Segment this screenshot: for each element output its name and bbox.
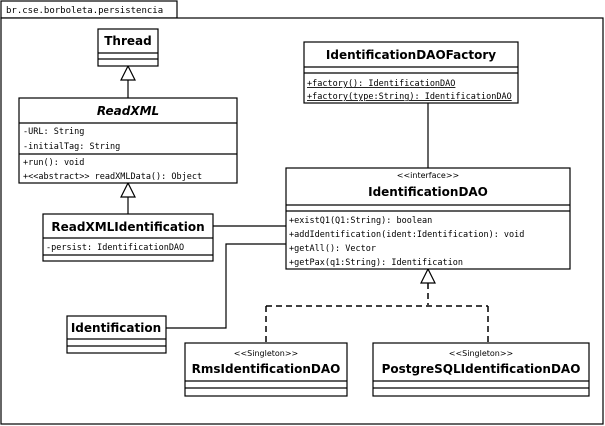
factory-name: IdentificationDAOFactory xyxy=(326,48,496,62)
factory-operation: +factory(type:String): IdentificationDAO xyxy=(307,92,512,102)
dao-operation: +existQ1(Q1:String): boolean xyxy=(289,216,432,226)
identification-dao-association xyxy=(166,243,286,329)
rms-stereotype: <<Singleton>> xyxy=(234,349,299,358)
postgres-box xyxy=(372,342,590,397)
readxml-operation: +run(): void xyxy=(23,158,84,168)
class-rmsidentificationdao[interactable]: <<Singleton>> RmsIdentificationDAO xyxy=(184,342,348,397)
readxml-attribute: -initialTag: String xyxy=(23,142,120,152)
factory-operation: +factory(): IdentificationDAO xyxy=(307,79,455,89)
thread-name: Thread xyxy=(104,34,151,48)
package-name: br.cse.borboleta.persistencia xyxy=(6,6,163,16)
readxml-generalization-arrow xyxy=(120,64,136,81)
postgres-stereotype: <<Singleton>> xyxy=(449,349,514,358)
thread-box xyxy=(97,28,159,67)
class-postgresqlidentificationdao[interactable]: <<Singleton>> PostgreSQLIdentificationDA… xyxy=(372,342,590,397)
dao-operation: +getAll(): Vector xyxy=(289,244,376,254)
class-thread[interactable]: Thread xyxy=(97,28,159,67)
readxmlidentification-generalization-arrow xyxy=(120,181,136,198)
class-readxml[interactable]: ReadXML -URL: String -initialTag: String… xyxy=(18,97,238,184)
class-readxmlidentification[interactable]: ReadXMLIdentification -persist: Identifi… xyxy=(42,213,214,262)
rms-name: RmsIdentificationDAO xyxy=(192,362,341,376)
readxml-operation: +<<abstract>> readXMLData(): Object xyxy=(23,172,202,182)
readxml-box xyxy=(18,97,238,184)
readxmlidentification-attribute: -persist: IdentificationDAO xyxy=(46,243,184,253)
dao-stereotype: <<interface>> xyxy=(397,171,460,180)
class-identification[interactable]: Identification xyxy=(66,315,167,354)
dao-operation: +addIdentification(ident:Identification)… xyxy=(289,230,524,240)
dao-box xyxy=(285,167,571,270)
dao-name: IdentificationDAO xyxy=(368,185,488,199)
dao-realization-arrow xyxy=(420,267,436,284)
identification-box xyxy=(66,315,167,354)
rms-box xyxy=(184,342,348,397)
class-identificationdao[interactable]: <<interface>> IdentificationDAO +existQ1… xyxy=(285,167,571,270)
dao-operation: +getPax(q1:String): Identification xyxy=(289,258,463,268)
identification-name: Identification xyxy=(71,321,161,335)
readxmlidentification-name: ReadXMLIdentification xyxy=(51,220,204,234)
readxml-attribute: -URL: String xyxy=(23,127,84,137)
readxml-name: ReadXML xyxy=(97,104,159,118)
postgres-name: PostgreSQLIdentificationDAO xyxy=(382,362,581,376)
class-identificationdaofactory[interactable]: IdentificationDAOFactory +factory(): Ide… xyxy=(303,41,519,104)
relationships xyxy=(120,64,489,343)
